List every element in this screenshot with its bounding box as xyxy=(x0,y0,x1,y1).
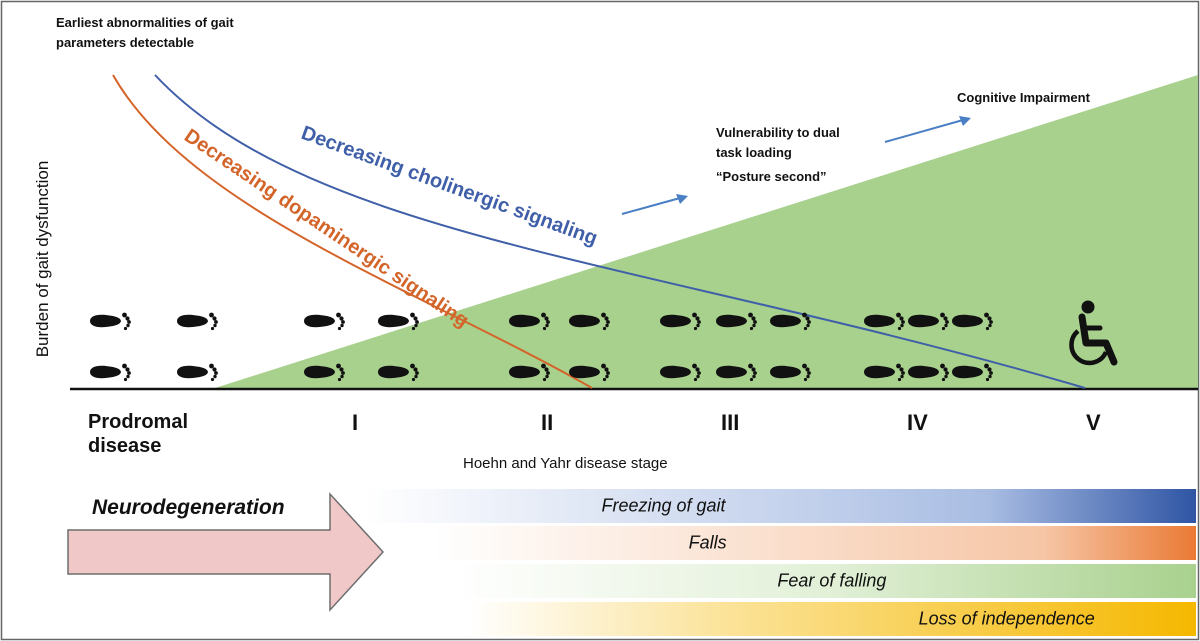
neurodegeneration-label: Neurodegeneration xyxy=(92,496,285,519)
bar-label: Falls xyxy=(688,532,727,553)
bar-label: Fear of falling xyxy=(777,570,887,591)
cognitive-impairment-annotation: Cognitive Impairment xyxy=(957,90,1090,105)
x-axis-label: Hoehn and Yahr disease stage xyxy=(463,455,668,472)
bar-fear-of-falling: Fear of falling xyxy=(453,564,1196,598)
stage-label-4: IV xyxy=(907,410,928,435)
annotation-line: Earliest abnormalities of gait xyxy=(56,15,234,30)
neurodegeneration-arrow xyxy=(67,492,385,612)
bar-label: Freezing of gait xyxy=(601,495,726,516)
cholinergic-curve xyxy=(154,74,1086,389)
cognitive-arrow xyxy=(884,116,971,143)
stage-label-2: II xyxy=(541,410,554,435)
posture-second-text: “Posture second” xyxy=(716,169,827,184)
dopaminergic-curve xyxy=(112,74,593,389)
earliest-abnormalities-annotation: Earliest abnormalities of gait parameter… xyxy=(56,13,234,53)
annotation-line: task loading xyxy=(716,145,792,160)
annotation-line: parameters detectable xyxy=(56,35,195,50)
footprint-icon xyxy=(177,363,218,382)
footprint-icon xyxy=(177,312,218,331)
dopaminergic-label: Decreasing dopaminergic signaling xyxy=(180,125,472,332)
footprint-icon xyxy=(90,312,131,331)
footprint-icon xyxy=(304,312,345,331)
bar-label: Loss of independence xyxy=(918,608,1095,629)
burden-triangle xyxy=(215,75,1198,388)
bar-falls: Falls xyxy=(433,526,1196,560)
wheelchair-icon xyxy=(1069,300,1118,366)
y-axis-label: Burden of gait dysfunction xyxy=(33,160,52,358)
bar-loss-of-independence: Loss of independence xyxy=(468,602,1196,636)
stage-label-1: I xyxy=(352,410,359,435)
dual-task-arrow xyxy=(621,194,688,215)
stage-label-5: V xyxy=(1086,410,1101,435)
dual-task-annotation: Vulnerability to dual task loading “Post… xyxy=(716,123,840,187)
bar-freezing-of-gait: Freezing of gait xyxy=(364,489,1196,523)
annotation-line: Vulnerability to dual xyxy=(716,125,840,140)
footprint-icon xyxy=(90,363,131,382)
stage-label-3: III xyxy=(721,410,740,435)
footprint-icon xyxy=(378,312,419,331)
stage-label-prodromal: Prodromal disease xyxy=(88,411,189,457)
